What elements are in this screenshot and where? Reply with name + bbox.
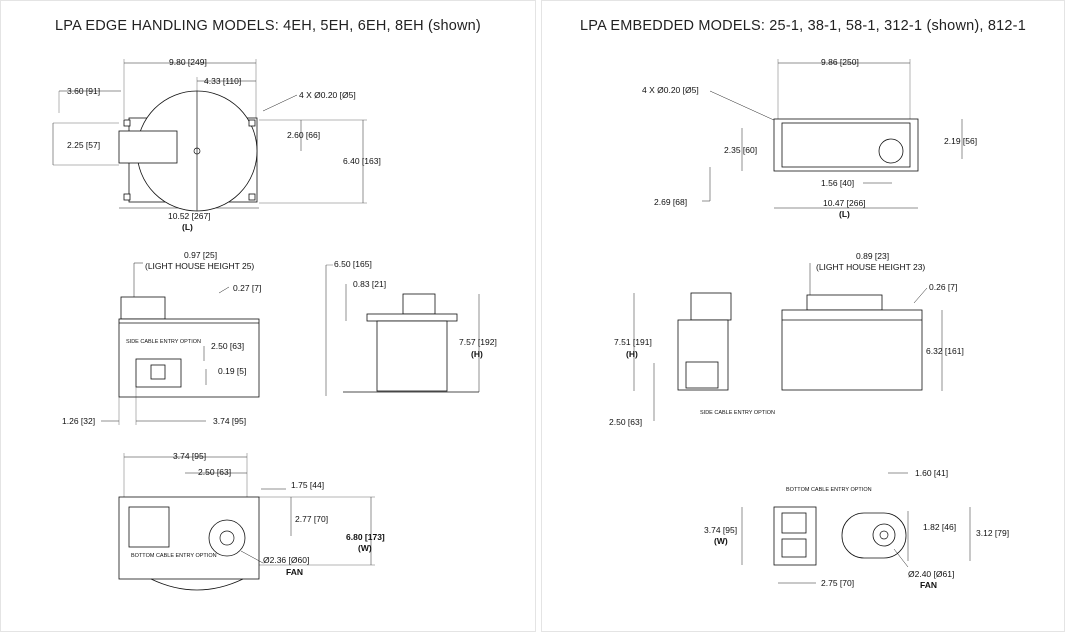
dim-3-74: 3.74 [95] [704,525,737,535]
dim-3-12: 3.12 [79] [976,528,1009,538]
dim-W: (W) [714,536,728,546]
dim-3-60: 3.60 [91] [67,86,100,96]
panel-title: LPA EDGE HANDLING MODELS: 4EH, 5EH, 6EH,… [55,18,481,34]
side-cable-label: SIDE CABLE ENTRY OPTION [700,410,775,416]
dim-2-35: 2.35 [60] [724,145,757,155]
bottom-view: 3.74 [95] 2.50 [63] 1.75 [44] 2.77 [70] … [118,451,385,591]
dim-6-80: 6.80 [173] [346,532,385,542]
dim-0-26: 0.26 [7] [929,282,957,292]
dim-0-83: 0.83 [21] [353,279,386,289]
dim-7-57: 7.57 [192] [459,337,497,347]
dim-H: (H) [626,349,638,359]
dim-2-75: 2.75 [70] [821,578,854,588]
dim-2-50: 2.50 [63] [198,467,231,477]
dim-6-32: 6.32 [161] [926,346,964,356]
embedded-drawing: 9.86 [250] 4 X Ø0.20 [Ø5] 2.35 [60] 2.19… [609,57,1009,590]
top-view: 9.86 [250] 4 X Ø0.20 [Ø5] 2.35 [60] 2.19… [642,57,977,219]
dim-0-27: 0.27 [7] [233,283,261,293]
dim-holes: 4 X Ø0.20 [Ø5] [299,90,356,100]
edge-handling-drawing: 9.80 [249] 4.33 [110] 3.60 [91] 4 X Ø0.2… [52,57,497,591]
edge-handling-panel: LPA EDGE HANDLING MODELS: 4EH, 5EH, 6EH,… [0,0,536,632]
dim-1-82: 1.82 [46] [923,522,956,532]
front-view: 7.51 [191] (H) SIDE CABLE ENTRY OPTION 2… [609,251,964,427]
dim-9-86: 9.86 [250] [821,57,859,67]
front-view: 0.97 [25] (LIGHT HOUSE HEIGHT 25) 0.27 [… [62,250,261,426]
dim-fan: Ø2.40 [Ø61] [908,569,954,579]
dim-0-89: 0.89 [23] [856,251,889,261]
dim-2-50: 2.50 [63] [211,341,244,351]
dim-10-52: 10.52 [267] [168,211,211,221]
dim-9-80: 9.80 [249] [169,57,207,67]
dim-3-74: 3.74 [95] [173,451,206,461]
panel-title: LPA EMBEDDED MODELS: 25-1, 38-1, 58-1, 3… [580,18,1026,34]
side-view: 6.50 [165] 0.83 [21] 7.57 [192] (H) [325,259,497,396]
dim-holes: 4 X Ø0.20 [Ø5] [642,85,699,95]
dim-3-74: 3.74 [95] [213,416,246,426]
bottom-view: 1.60 [41] BOTTOM CABLE ENTRY OPTION 3.74… [704,468,1009,590]
dim-1-26: 1.26 [32] [62,416,95,426]
dim-lh25: (LIGHT HOUSE HEIGHT 25) [145,261,254,271]
dim-1-56: 1.56 [40] [821,178,854,188]
dim-1-75: 1.75 [44] [291,480,324,490]
side-cable-label: SIDE CABLE ENTRY OPTION [126,339,201,345]
dim-H: (H) [471,349,483,359]
dim-2-50: 2.50 [63] [609,417,642,427]
fan-label: FAN [286,567,303,577]
dim-L: (L) [182,222,193,232]
bottom-cable-label: BOTTOM CABLE ENTRY OPTION [131,553,217,559]
bottom-cable-label: BOTTOM CABLE ENTRY OPTION [786,487,872,493]
dim-lh23: (LIGHT HOUSE HEIGHT 23) [816,262,925,272]
top-view: 9.80 [249] 4.33 [110] 3.60 [91] 4 X Ø0.2… [52,57,381,232]
dim-1-60: 1.60 [41] [915,468,948,478]
dim-0-19: 0.19 [5] [218,366,246,376]
dim-2-60: 2.60 [66] [287,130,320,140]
dim-W: (W) [358,543,372,553]
dim-0-97: 0.97 [25] [184,250,217,260]
dim-L: (L) [839,209,850,219]
dim-2-69: 2.69 [68] [654,197,687,207]
dim-4-33: 4.33 [110] [204,76,241,86]
dim-fan: Ø2.36 [Ø60] [263,555,309,565]
dim-2-77: 2.77 [70] [295,514,328,524]
dim-10-47: 10.47 [266] [823,198,866,208]
embedded-panel: LPA EMBEDDED MODELS: 25-1, 38-1, 58-1, 3… [541,0,1065,632]
dim-6-40: 6.40 [163] [343,156,381,166]
dim-6-50: 6.50 [165] [334,259,372,269]
dim-2-25: 2.25 [57] [67,140,100,150]
dim-7-51: 7.51 [191] [614,337,652,347]
fan-label: FAN [920,580,937,590]
dim-2-19: 2.19 [56] [944,136,977,146]
